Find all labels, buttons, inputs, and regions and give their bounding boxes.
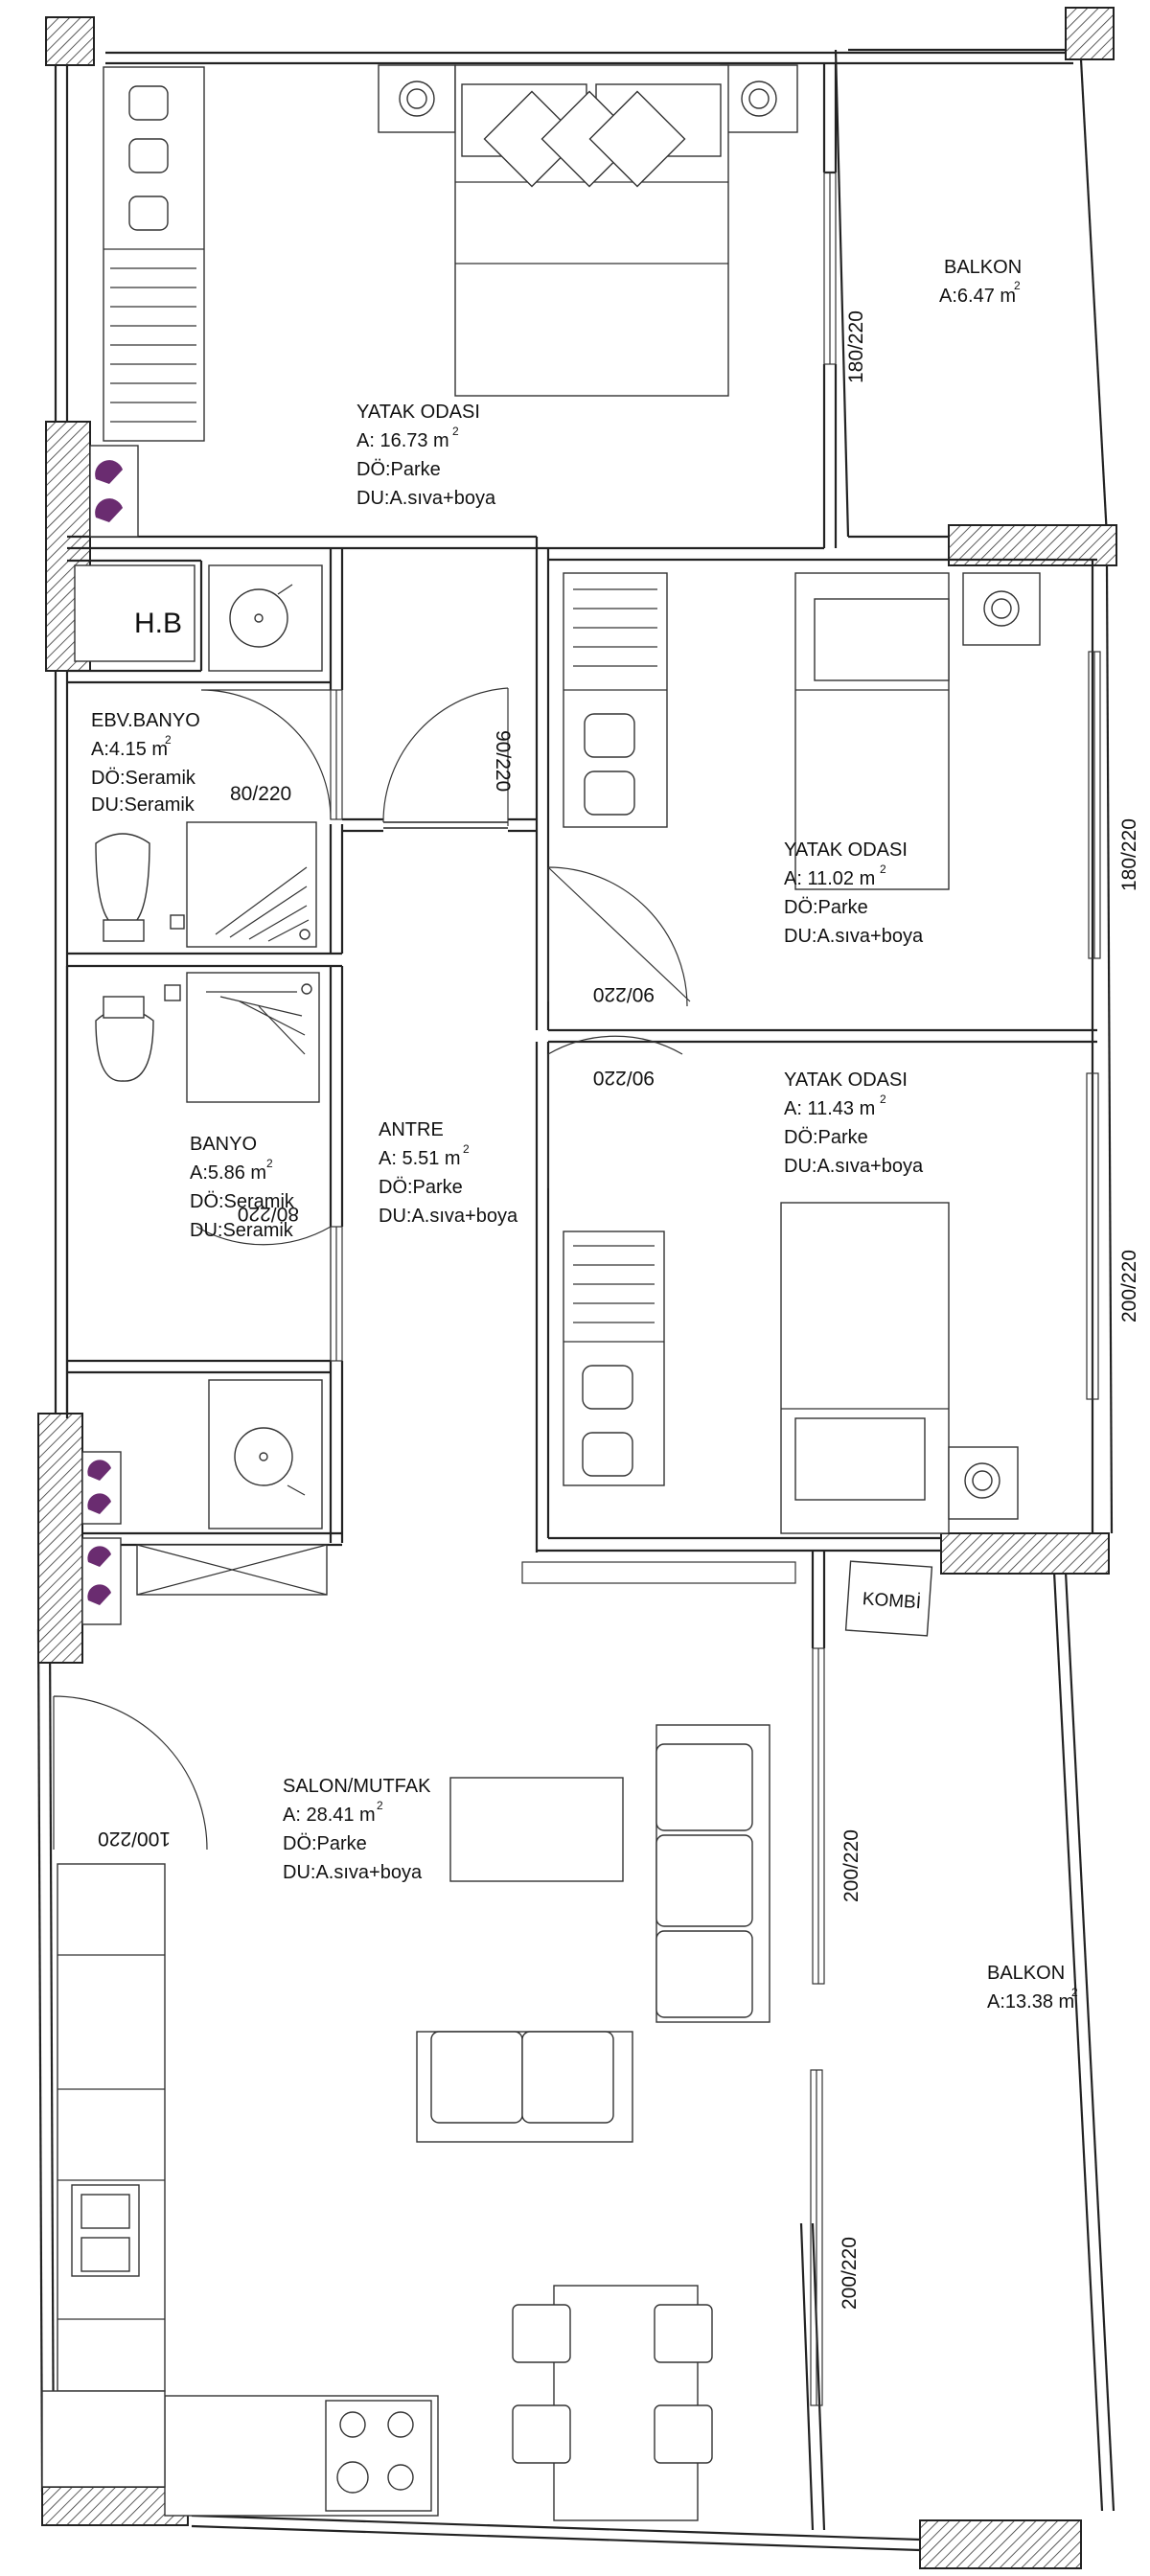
area-exponent: 2 [165,733,172,747]
dining-chair-icon [512,2304,713,2464]
window-dimension: 200/220 [1118,1250,1140,1322]
room-name: ANTRE [379,1119,444,1140]
room-floor: DÖ:Parke [356,459,441,480]
interior-walls [65,48,1097,2531]
room-name: EBV.BANYO [91,710,200,731]
room-area: A:6.47 m [939,286,1016,307]
room-floor: DÖ:Parke [784,897,868,918]
door-dimension: 80/220 [238,1203,299,1225]
door-dimension: 90/220 [593,1067,655,1089]
room-area: A: 28.41 m [283,1805,376,1826]
windows [330,172,1101,2406]
bedroom-3-furniture [563,1202,1019,1534]
room-area: A:5.86 m [190,1162,266,1184]
stove-icon [325,2400,432,2512]
room-wall: DU:A.sıva+boya [356,488,496,509]
door-swings [53,687,691,1851]
bathroom-fixtures [81,972,328,1625]
room-area: A: 11.02 m [784,868,875,889]
room-name: YATAK ODASI [784,1070,908,1091]
room-wall: DU:A.sıva+boya [784,926,924,947]
window-dimension: 200/220 [839,2237,861,2310]
room-area: A: 16.73 m [356,430,449,451]
drawer-icon [110,267,196,423]
room-floor: DÖ:Seramik [190,1191,295,1212]
room-name: YATAK ODASI [784,840,908,861]
room-wall: DU:Seramik [91,794,196,816]
area-exponent: 2 [452,425,459,438]
master-bedroom-furniture [89,64,798,538]
room-area: A:13.38 m [987,1991,1074,2012]
area-exponent: 2 [880,862,886,876]
area-exponent: 2 [1071,1986,1078,1999]
room-name: BALKON [944,257,1022,278]
room-area: A: 5.51 m [379,1148,461,1169]
area-exponent: 2 [880,1092,886,1106]
window-dimension: 180/220 [845,310,867,383]
area-exponent: 2 [377,1799,383,1812]
area-exponent: 2 [463,1142,470,1156]
ensuite-fixtures [74,564,323,948]
hanger-icon [128,85,169,231]
room-name: BALKON [987,1963,1065,1984]
boiler-label: KOMBİ [862,1589,922,1613]
room-floor: DÖ:Parke [379,1177,463,1198]
door-dimension: 90/220 [492,730,514,792]
room-wall: DU:A.sıva+boya [283,1862,423,1883]
shaft-label: H.B [134,608,182,639]
area-exponent: 2 [1014,279,1021,292]
room-wall: DU:Seramik [190,1220,294,1241]
room-floor: DÖ:Parke [283,1833,367,1854]
room-area: A:4.15 m [91,739,168,760]
room-labels: YATAK ODASI A: 16.73 m 2 DÖ:Parke DU:A.s… [91,257,1078,2012]
area-exponent: 2 [266,1157,273,1170]
window-dimension: 180/220 [1118,818,1140,891]
room-wall: DU:A.sıva+boya [379,1206,518,1227]
door-dimension: 90/220 [593,983,655,1005]
room-name: BANYO [190,1134,257,1155]
room-name: SALON/MUTFAK [283,1776,431,1797]
dimension-labels: 180/220 180/220 200/220 200/220 200/220 … [98,310,1140,2310]
bedroom-2-furniture [563,572,1041,890]
room-wall: DU:A.sıva+boya [784,1156,924,1177]
room-area: A: 11.43 m [784,1098,875,1119]
outer-walls [36,51,1116,2552]
door-dimension: 100/220 [98,1828,171,1850]
room-name: YATAK ODASI [356,402,480,423]
door-dimension: 80/220 [230,783,291,805]
window-dimension: 200/220 [840,1829,862,1902]
room-floor: DÖ:Parke [784,1127,868,1148]
room-floor: DÖ:Seramik [91,768,196,789]
living-kitchen-furniture [41,1561,796,2521]
